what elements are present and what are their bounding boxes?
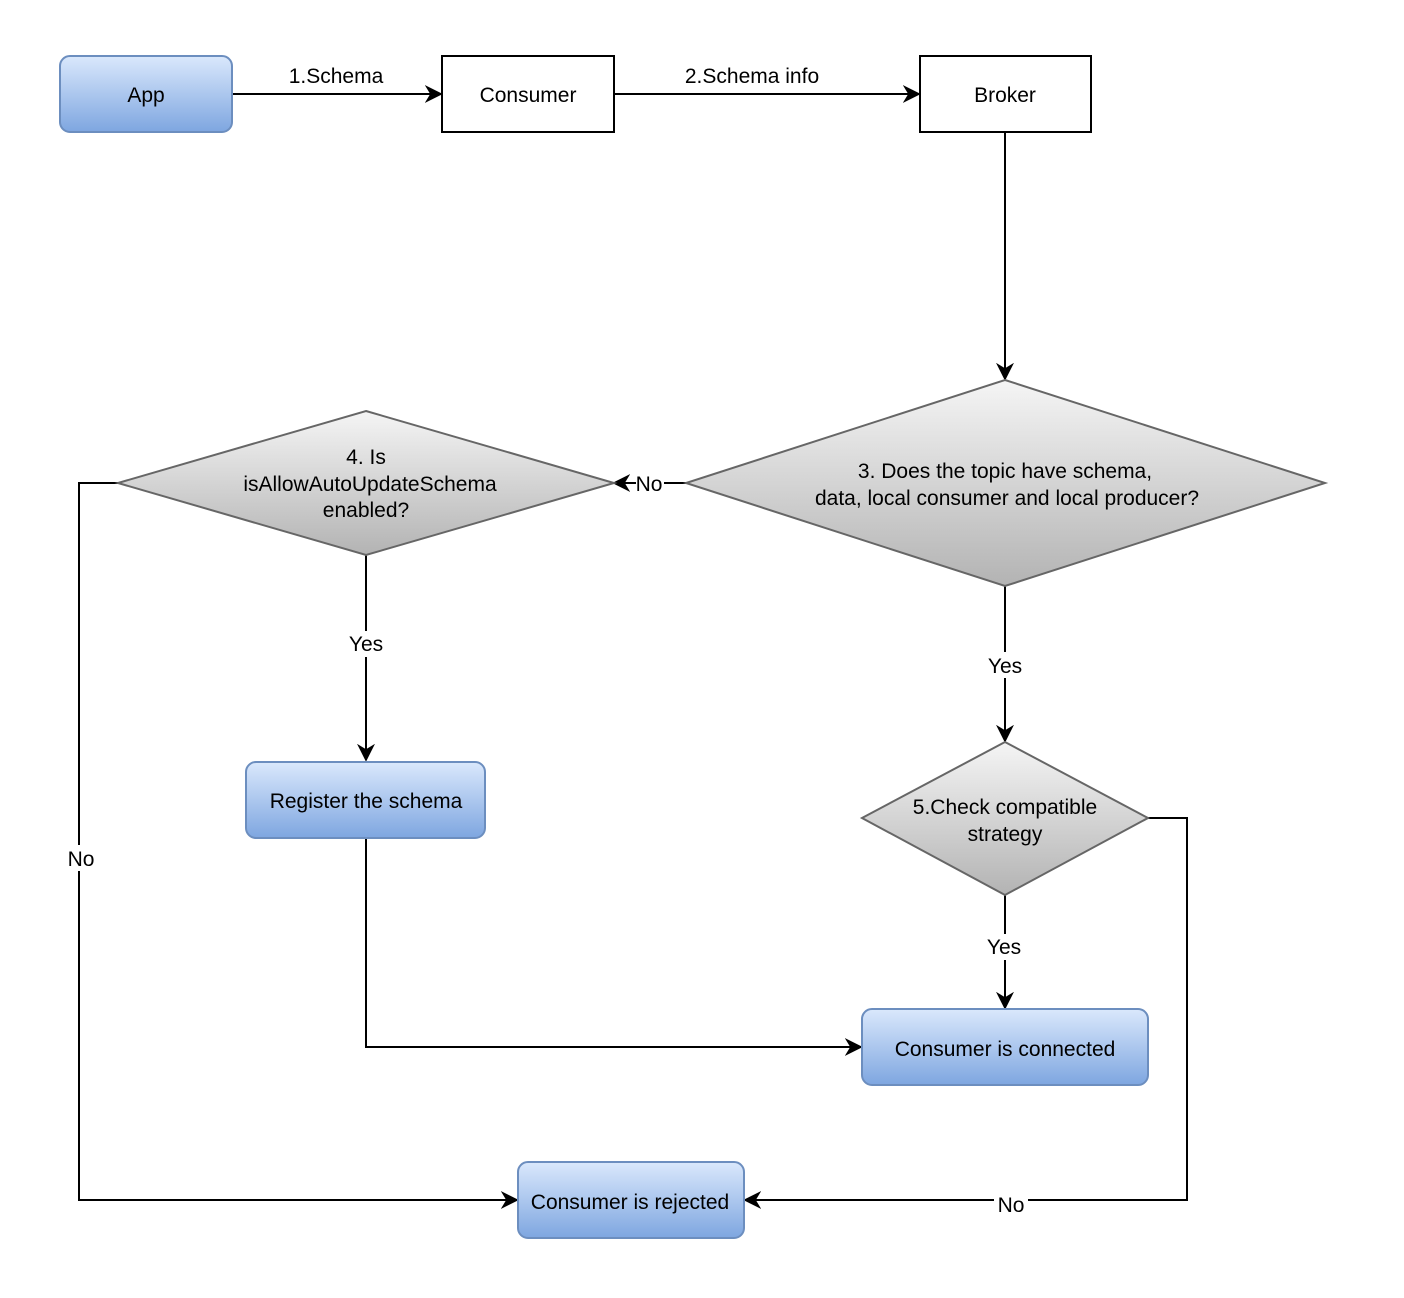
node-consumer-rejected[interactable]: Consumer is rejected xyxy=(517,1161,745,1239)
edge-label-bg xyxy=(983,934,1027,960)
edge-label-schema: 1.Schema xyxy=(289,65,384,88)
node-check-compatible-line-1: 5.Check compatible xyxy=(913,796,1097,819)
edge-label-no-auto-update: No xyxy=(68,848,95,871)
edge-compatible-yes: Yes xyxy=(983,895,1027,1010)
node-decision-auto-update[interactable]: 4. Is isAllowAutoUpdateSchema enabled? xyxy=(114,409,618,557)
edge-label-yes-auto-update: Yes xyxy=(349,633,383,656)
node-register-schema[interactable]: Register the schema xyxy=(245,761,486,839)
node-consumer-connected[interactable]: Consumer is connected xyxy=(861,1008,1149,1086)
node-decision-topic-line-1: 3. Does the topic have schema, xyxy=(858,460,1152,483)
edge-auto-update-yes: Yes xyxy=(344,555,388,762)
node-decision-auto-update-line-1: 4. Is xyxy=(346,446,386,469)
edges: 1.Schema 2.Schema info No Yes Yes xyxy=(64,65,1188,1217)
node-app[interactable]: App xyxy=(59,55,233,133)
edge-label-bg xyxy=(983,652,1027,678)
node-decision-auto-update-line-3: enabled? xyxy=(323,499,409,522)
edge-label-bg xyxy=(64,845,96,871)
edge-label-no-topic: No xyxy=(636,473,663,496)
edge-label-yes-compatible: Yes xyxy=(987,936,1021,959)
node-decision-topic-line-2: data, local consumer and local producer? xyxy=(815,487,1199,510)
edge-compatible-no: No xyxy=(743,817,1188,1217)
edge-consumer-to-broker: 2.Schema info xyxy=(615,65,921,103)
edge-auto-update-no: No xyxy=(64,482,519,1209)
node-register-schema-label: Register the schema xyxy=(270,790,463,813)
edge-label-schema-info: 2.Schema info xyxy=(685,65,819,88)
node-check-compatible-line-2: strategy xyxy=(968,823,1043,846)
edge-label-bg xyxy=(636,470,664,496)
edge-decision-topic-yes: Yes xyxy=(983,586,1027,743)
node-consumer-label: Consumer xyxy=(480,84,577,107)
edge-label-bg xyxy=(994,1191,1028,1217)
edge-label-yes-topic: Yes xyxy=(988,655,1022,678)
node-consumer-connected-label: Consumer is connected xyxy=(895,1038,1116,1061)
edge-label-bg xyxy=(344,631,388,657)
edge-decision-topic-no: No xyxy=(612,470,686,496)
edge-app-to-consumer: 1.Schema xyxy=(233,65,443,103)
nodes: App Consumer Broker 3. Does the topic ha… xyxy=(59,55,1329,1239)
node-app-label: App xyxy=(127,84,164,107)
node-check-compatible[interactable]: 5.Check compatible strategy xyxy=(859,740,1151,897)
node-broker-label: Broker xyxy=(974,84,1036,107)
node-consumer[interactable]: Consumer xyxy=(441,55,615,133)
node-consumer-rejected-label: Consumer is rejected xyxy=(531,1191,729,1214)
node-decision-auto-update-line-2: isAllowAutoUpdateSchema xyxy=(243,473,497,496)
node-broker[interactable]: Broker xyxy=(919,55,1092,133)
edge-register-to-connected xyxy=(365,838,863,1056)
edge-label-no-compatible: No xyxy=(998,1194,1025,1217)
node-decision-topic[interactable]: 3. Does the topic have schema, data, loc… xyxy=(682,378,1329,588)
